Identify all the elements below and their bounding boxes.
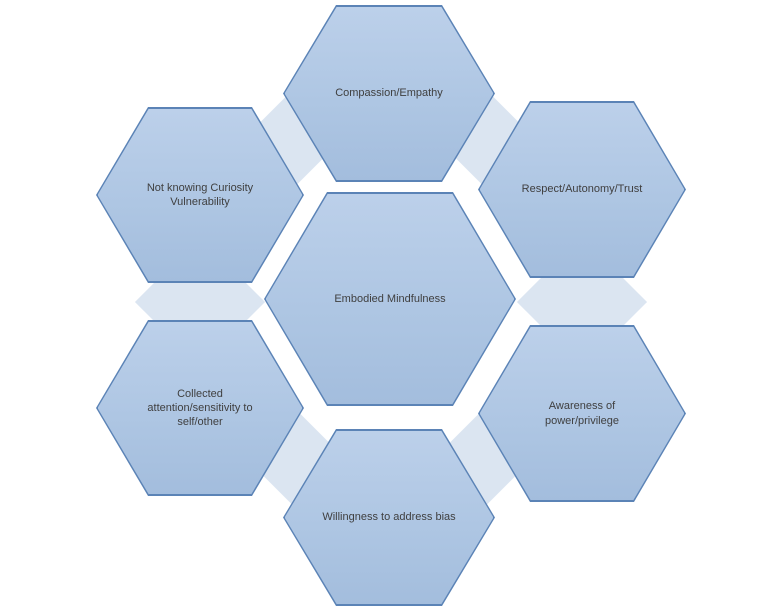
hexagon-willingness-address-bias: Willingness to address bias bbox=[283, 429, 495, 606]
hexagon-compassion-empathy: Compassion/Empathy bbox=[283, 5, 495, 182]
hexagon-label: Not knowing Curiosity Vulnerability bbox=[146, 181, 254, 208]
hexagon-label-wrap: Collected attention/sensitivity to self/… bbox=[96, 320, 304, 496]
hexagon-label: Embodied Mindfulness bbox=[334, 292, 446, 305]
hexagon-label: Collected attention/sensitivity to self/… bbox=[147, 387, 253, 429]
hexagon-fill bbox=[479, 102, 685, 277]
hexagon-respect-autonomy-trust: Respect/Autonomy/Trust bbox=[478, 101, 686, 278]
hexagon-label: Willingness to address bias bbox=[322, 511, 456, 524]
hexagon-label-wrap: Not knowing Curiosity Vulnerability bbox=[96, 107, 304, 283]
hexagon-awareness-power-privilege: Awareness of power/privilege bbox=[478, 325, 686, 502]
hexagon-collected-attention: Collected attention/sensitivity to self/… bbox=[96, 320, 304, 496]
hexagon-fill bbox=[284, 6, 494, 181]
hexagon-fill bbox=[284, 430, 494, 605]
hexagon-label: Respect/Autonomy/Trust bbox=[521, 183, 643, 196]
hexagon-label-wrap: Awareness of power/privilege bbox=[478, 325, 686, 502]
hexagon-label: Awareness of power/privilege bbox=[545, 400, 619, 427]
hexagon-fill bbox=[479, 326, 685, 501]
hexagon-label-wrap: Respect/Autonomy/Trust bbox=[478, 101, 686, 278]
hexagon-label-wrap: Compassion/Empathy bbox=[283, 5, 495, 182]
hexagon-label-wrap: Embodied Mindfulness bbox=[264, 192, 516, 406]
hexagon-not-knowing-curiosity: Not knowing Curiosity Vulnerability bbox=[96, 107, 304, 283]
hexagon-label-wrap: Willingness to address bias bbox=[283, 429, 495, 606]
hexagon-embodied-mindfulness: Embodied Mindfulness bbox=[264, 192, 516, 406]
hexagon-label: Compassion/Empathy bbox=[335, 87, 443, 100]
